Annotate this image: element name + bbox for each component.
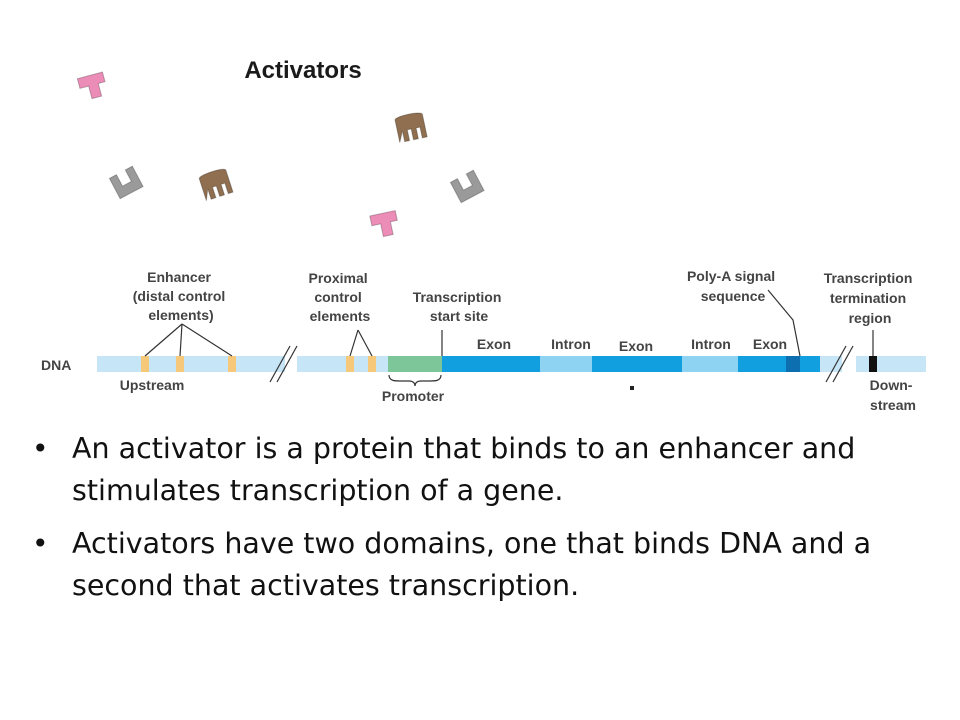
dna-label: DNA	[41, 357, 71, 373]
dot-mark	[630, 386, 634, 390]
gray-activator-2-shape	[449, 169, 485, 204]
gray-activator-1	[108, 165, 144, 200]
break-mark-2a	[825, 345, 847, 383]
upstream-label: Upstream	[120, 377, 185, 393]
brown-activator-1	[393, 110, 428, 144]
enhancer-leader-1	[144, 323, 183, 357]
dna-strand	[97, 345, 926, 390]
enhancer-element-2	[176, 356, 184, 372]
exon-1	[442, 356, 540, 372]
brown-activator-2-shape	[197, 166, 234, 202]
polya-signal-block	[786, 356, 800, 372]
break-mark-1b	[276, 345, 298, 383]
promoter-region	[388, 356, 442, 372]
gray-activator-2	[449, 169, 485, 204]
bullet-dot-icon: •	[32, 527, 49, 560]
enhancer-element-3	[228, 356, 236, 372]
enhancer-element-1	[141, 356, 149, 372]
exon-1-label: Exon	[477, 336, 511, 352]
leader-lines	[144, 289, 874, 387]
dna-upstream-segment	[97, 356, 285, 372]
enhancer-leader-3	[181, 323, 233, 357]
polya-signal-label: Poly-A signal sequence	[687, 268, 779, 304]
pink-activator-1-shape	[76, 71, 109, 102]
proximal-control-label: Proximal control elements	[308, 270, 371, 324]
gene-diagram: Activators	[41, 57, 926, 413]
bullet-text-1: An activator is a protein that binds to …	[72, 432, 856, 507]
exon-2-label: Exon	[619, 338, 653, 354]
proximal-element-1	[346, 356, 354, 372]
intron-2-label: Intron	[691, 336, 731, 352]
exon-3	[738, 356, 786, 372]
brown-activator-1-shape	[393, 110, 428, 144]
proximal-leader-2	[357, 329, 373, 357]
diagram-labels: Enhancer (distal control elements) Proxi…	[41, 268, 916, 413]
bullet-item-1: • An activator is a protein that binds t…	[32, 428, 942, 512]
termination-region-label: Transcription termination region	[824, 270, 917, 326]
pink-activator-2	[369, 210, 401, 239]
enhancer-leader-2	[179, 323, 183, 357]
intron-2	[682, 356, 738, 372]
dna-downstream-segment	[856, 356, 926, 372]
proximal-leader-1	[349, 329, 359, 357]
pink-activator-2-shape	[369, 210, 401, 239]
exon-3-tail	[800, 356, 820, 372]
bullet-dot-icon: •	[32, 432, 49, 465]
enhancer-label: Enhancer (distal control elements)	[133, 269, 229, 323]
bullet-item-2: • Activators have two domains, one that …	[32, 523, 942, 607]
break-mark-1a	[269, 345, 291, 383]
polya-leader	[767, 289, 801, 357]
break-mark-2b	[832, 345, 854, 383]
gray-activator-1-shape	[108, 165, 144, 200]
intron-1-label: Intron	[551, 336, 591, 352]
diagram-title: Activators	[244, 57, 361, 84]
bullet-list: • An activator is a protein that binds t…	[32, 428, 942, 618]
intron-1	[540, 356, 592, 372]
promoter-label: Promoter	[382, 388, 445, 404]
brown-activator-2	[197, 166, 234, 202]
exon-3-label: Exon	[753, 336, 787, 352]
pink-activator-1	[76, 71, 109, 102]
termination-region-block	[869, 356, 877, 372]
exon-2	[592, 356, 682, 372]
bullet-text-2: Activators have two domains, one that bi…	[72, 527, 872, 602]
proximal-element-2	[368, 356, 376, 372]
promoter-bracket	[388, 374, 442, 387]
downstream-label: Down- stream	[870, 377, 917, 413]
transcription-start-site-label: Transcription start site	[413, 289, 506, 324]
activator-proteins	[76, 71, 485, 239]
